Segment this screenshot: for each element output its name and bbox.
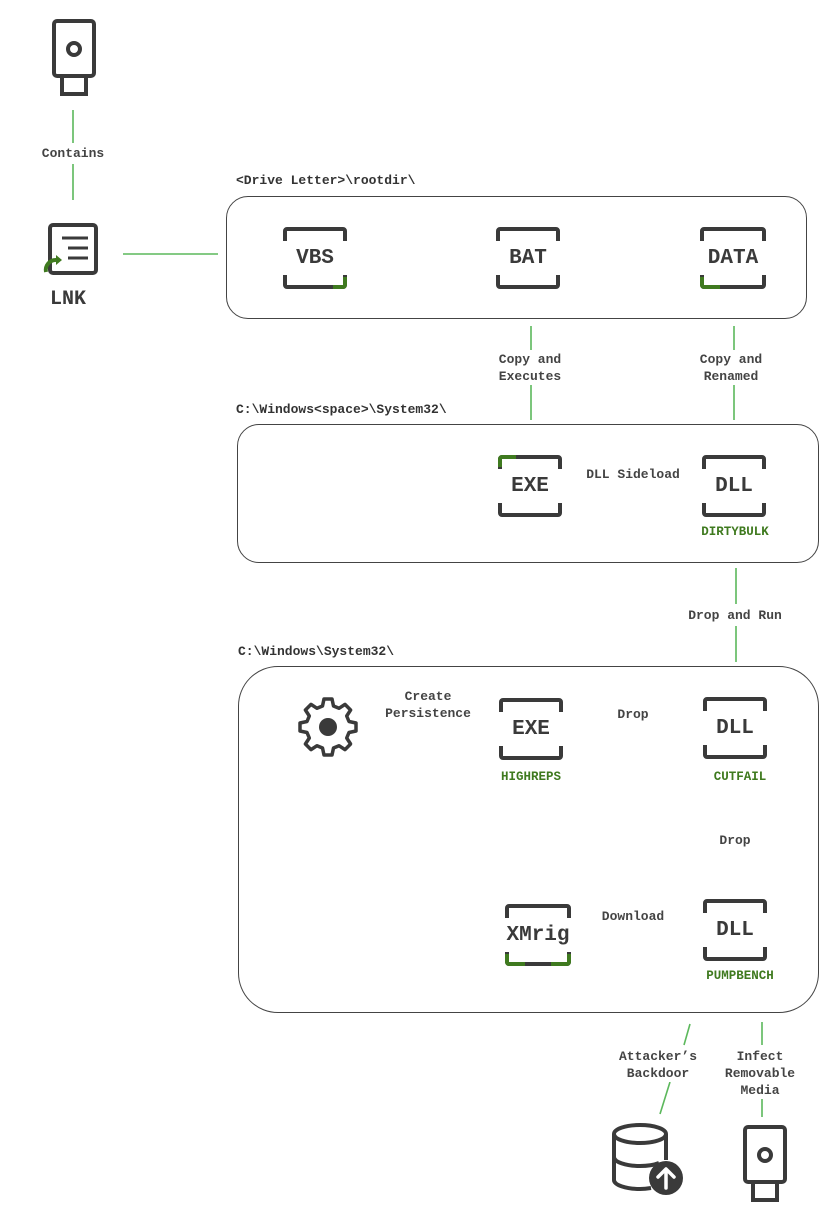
dll-label-3: DLL [716, 918, 754, 942]
exe-file-node-2: EXE [499, 698, 563, 760]
bat-file-node: BAT [496, 227, 560, 289]
edge-label-drop-run: Drop and Run [686, 607, 784, 624]
edge-label-download: Download [599, 908, 667, 925]
path-rootdir: <Drive Letter>\rootdir\ [236, 173, 416, 188]
edge-label-sideload: DLL Sideload [584, 466, 682, 483]
dll-label-2: DLL [716, 716, 754, 740]
dll-file-node-3: DLL [703, 899, 767, 961]
database-upload-icon [612, 1123, 683, 1195]
pumpbench-name: PUMPBENCH [706, 969, 774, 983]
cutfail-name: CUTFAIL [713, 770, 767, 784]
bat-label: BAT [509, 246, 547, 270]
exe-label-1: EXE [511, 474, 549, 498]
dll-file-node-2: DLL [703, 697, 767, 759]
vbs-file-node: VBS [283, 227, 347, 289]
xmrig-label: XMrig [506, 923, 570, 947]
data-file-node: DATA [700, 227, 766, 289]
dll-label-1: DLL [715, 474, 753, 498]
usb-drive-icon [743, 1125, 787, 1202]
dirtybulk-name: DIRTYBULK [701, 525, 769, 539]
dll-file-node-1: DLL [702, 455, 766, 517]
vbs-label: VBS [296, 246, 334, 270]
lnk-label: LNK [50, 288, 87, 311]
edge-backdoor-top [683, 1023, 691, 1046]
edge-label-contains: Contains [39, 145, 107, 162]
path-system32-space: C:\Windows<space>\System32\ [236, 402, 447, 417]
usb-drive-icon [52, 19, 96, 96]
shortcut-file-icon [43, 223, 98, 275]
edge-backdoor-bottom [659, 1081, 671, 1115]
exe-label-2: EXE [512, 717, 550, 741]
edge-label-drop1: Drop [615, 706, 651, 723]
path-system32: C:\Windows\System32\ [238, 644, 395, 659]
edge-label-drop2: Drop [717, 832, 753, 849]
exe-file-node-1: EXE [498, 455, 562, 517]
gear-icon [298, 697, 358, 757]
data-label: DATA [707, 246, 759, 270]
highreps-name: HIGHREPS [500, 770, 562, 784]
xmrig-file-node: XMrig [505, 904, 571, 966]
